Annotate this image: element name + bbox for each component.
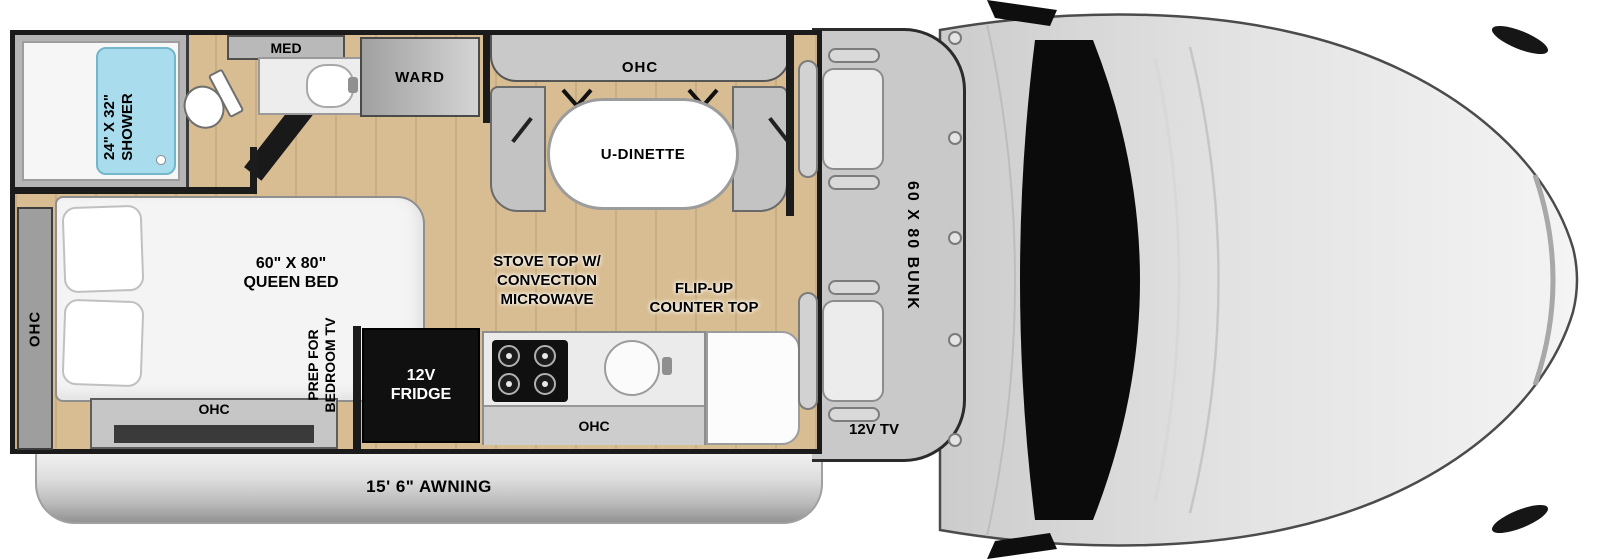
seat-armrest [828, 175, 880, 190]
bedroom-overhead-cabinet-bottom: OHC [90, 398, 338, 449]
bedroom-overhead-cabinet-left: OHC [17, 207, 53, 450]
shower-pan [22, 41, 180, 181]
cab-front [938, 0, 1579, 559]
stove [492, 340, 568, 402]
bedroom-ohc-bottom-label: OHC [198, 401, 230, 417]
wall [786, 35, 794, 216]
tv-prep-label: PREP FOR BEDROOM TV [305, 280, 339, 450]
awning-label: 15' 6" AWNING [366, 477, 492, 496]
clearance-light-icon [948, 131, 962, 145]
faucet-icon [662, 357, 672, 375]
clearance-light-icon [948, 333, 962, 347]
kitchen-overhead-cabinet: OHC [484, 405, 704, 445]
stove-text-3: MICROWAVE [500, 290, 594, 308]
fridge: 12V FRIDGE [362, 328, 480, 443]
faucet-icon [348, 77, 358, 93]
shower-floor [96, 47, 176, 175]
burner-icon [534, 345, 556, 367]
clearance-light-icon [948, 231, 962, 245]
burner-icon [498, 373, 520, 395]
coach-body: 24" X 32" SHOWER MED WARD OHC [10, 30, 822, 454]
dinette-table-label: U-DINETTE [600, 145, 686, 163]
shower-size-text: 24" X 32" [101, 94, 118, 160]
bathroom-vanity [258, 57, 364, 115]
shower-drain-icon [156, 155, 166, 165]
dinette-ohc-label: OHC [621, 59, 659, 76]
wall [15, 187, 257, 194]
tv-prep-text-1: PREP FOR [305, 329, 322, 401]
bunk-label: 60 X 80 BUNK [904, 181, 921, 311]
burner-icon [498, 345, 520, 367]
pillow [61, 298, 145, 388]
ward-label: WARD [395, 68, 445, 86]
dinette-overhead-cabinet: OHC [490, 35, 790, 82]
dinette-bench-left [490, 86, 546, 212]
cabinet-front [114, 425, 314, 443]
med-label: MED [270, 39, 302, 56]
seat-armrest [828, 280, 880, 295]
cab-tv-label: 12V TV [848, 421, 900, 438]
side-mirror-bottom-icon [987, 533, 1057, 559]
clearance-light-icon [948, 433, 962, 447]
burner-icon [534, 373, 556, 395]
cab-roof-line [986, 23, 1016, 537]
shower-text: SHOWER [119, 93, 136, 161]
wall [353, 326, 361, 449]
bedroom-ohc-side-label: OHC [26, 310, 44, 347]
bed-type-text: QUEEN BED [243, 274, 339, 292]
kitchen-counter: OHC [482, 331, 706, 445]
pillow [61, 204, 145, 294]
shower [15, 35, 189, 192]
stove-text-2: CONVECTION [496, 271, 597, 289]
clearance-light-icon [948, 31, 962, 45]
bathroom-sink [306, 64, 354, 108]
fridge-label-2: FRIDGE [390, 385, 452, 403]
seat-armrest [828, 48, 880, 63]
bed-label: 60" X 80" QUEEN BED [175, 254, 407, 292]
dinette-table: U-DINETTE [547, 98, 739, 210]
cab-seat-passenger [798, 48, 892, 190]
hood-crease [1188, 46, 1220, 514]
seat-armrest [828, 407, 880, 422]
seat-cushion [822, 68, 884, 170]
front-corner-marker-top [1491, 26, 1549, 54]
flip-text-1: FLIP-UP [674, 280, 734, 297]
awning: 15' 6" AWNING [35, 452, 823, 524]
seat-back [798, 292, 818, 410]
wall [250, 147, 257, 194]
cowl-line [1153, 57, 1181, 503]
stove-text-1: STOVE TOP W/ [493, 253, 601, 270]
flip-text-2: COUNTER TOP [649, 298, 759, 316]
shower-label: 24" X 32" SHOWER [101, 52, 137, 202]
tv-prep-text-2: BEDROOM TV [322, 317, 338, 413]
flip-up-counter [706, 331, 800, 445]
fridge-label-1: 12V [406, 367, 436, 385]
kitchen-sink [604, 340, 660, 396]
seat-back [798, 60, 818, 178]
wall [483, 35, 490, 123]
windshield [1020, 40, 1140, 520]
dinette-bench-right [732, 86, 788, 212]
flip-up-counter-label: FLIP-UP COUNTER TOP [615, 280, 793, 318]
side-mirror-top-icon [987, 0, 1057, 26]
front-bumper-line [1532, 174, 1556, 386]
front-corner-marker-bottom [1491, 505, 1549, 533]
kitchen-ohc-label: OHC [578, 418, 610, 434]
seat-cushion [822, 300, 884, 402]
bed-size-text: 60" X 80" [255, 255, 327, 272]
wardrobe: WARD [360, 37, 480, 117]
stove-label: STOVE TOP W/ CONVECTION MICROWAVE [428, 253, 666, 309]
cab-seat-driver [798, 280, 892, 422]
